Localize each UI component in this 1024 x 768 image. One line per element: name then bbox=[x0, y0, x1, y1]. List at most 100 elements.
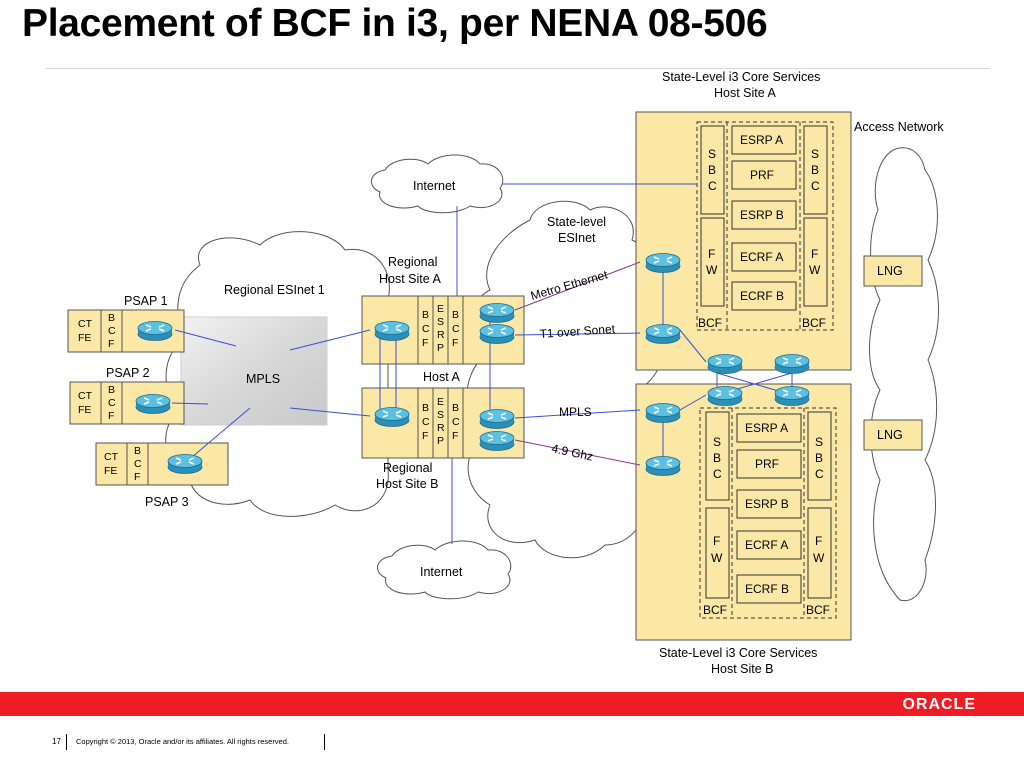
psap3-c: C bbox=[134, 458, 142, 470]
psap2-f: F bbox=[108, 410, 114, 422]
sbc-a-left-c: C bbox=[708, 179, 717, 193]
regional-host-b-label-2: Host Site B bbox=[376, 477, 439, 491]
internet-label-bottom: Internet bbox=[420, 565, 463, 579]
rha-bcf-c: C bbox=[422, 323, 430, 335]
ecrf-a-a: ECRF A bbox=[740, 250, 783, 264]
rhb-bcf2-b: B bbox=[452, 402, 459, 414]
router-icon bbox=[137, 320, 173, 342]
router-icon bbox=[645, 402, 681, 424]
state-esinet-label-2: ESInet bbox=[558, 231, 596, 245]
rha-esrp-e: E bbox=[437, 303, 444, 315]
lng-box-b: LNG bbox=[863, 419, 923, 451]
rha-esrp-s: S bbox=[437, 316, 444, 328]
rha-bcf2-f: F bbox=[452, 337, 458, 349]
esrp-a-b: ESRP A bbox=[745, 421, 788, 435]
router-icon bbox=[135, 393, 171, 415]
rhb-esrp-s: S bbox=[437, 409, 444, 421]
router-icon bbox=[374, 406, 410, 428]
host-site-b: S B C F W S B C F W BCF BCF ESRP A PRF E… bbox=[635, 383, 852, 676]
regional-esinet-label: Regional ESInet 1 bbox=[224, 283, 325, 297]
regional-host-a-label-2: Host Site A bbox=[379, 272, 441, 286]
ecrf-a-b: ECRF A bbox=[745, 538, 788, 552]
fw-a-left-w: W bbox=[706, 263, 718, 277]
router-icon bbox=[707, 353, 743, 375]
bcf-a-left: BCF bbox=[698, 316, 722, 330]
connections-purple bbox=[514, 261, 641, 466]
psap1-fe: FE bbox=[78, 332, 91, 344]
access-network-label: Access Network bbox=[854, 120, 944, 134]
psap1-f: F bbox=[108, 338, 114, 350]
host-site-a-label-1: State-Level i3 Core Services bbox=[662, 70, 820, 84]
psap3-label: PSAP 3 bbox=[145, 495, 189, 509]
footer-bar: ORACLE bbox=[0, 692, 1024, 716]
lng-box-a: LNG bbox=[863, 255, 923, 287]
rhb-bcf-f: F bbox=[422, 430, 428, 442]
router-icon bbox=[479, 430, 515, 452]
footer-divider bbox=[324, 734, 325, 750]
psap2-ct: CT bbox=[78, 390, 93, 402]
footer-divider bbox=[66, 734, 67, 750]
rhb-esrp-e: E bbox=[437, 396, 444, 408]
esrp-b-a: ESRP B bbox=[740, 208, 784, 222]
state-esinet-label-1: State-level bbox=[547, 215, 606, 229]
bcf-b-left: BCF bbox=[703, 603, 727, 617]
sbc-b-left-c: C bbox=[713, 467, 722, 481]
internet-label-top: Internet bbox=[413, 179, 456, 193]
bcf-b-right: BCF bbox=[806, 603, 830, 617]
host-site-a: State-Level i3 Core Services Host Site A… bbox=[635, 70, 852, 371]
psap2-label: PSAP 2 bbox=[106, 366, 150, 380]
psap3-b: B bbox=[134, 445, 141, 457]
fw-a-right-f: F bbox=[811, 247, 818, 261]
rhb-bcf-b: B bbox=[422, 402, 429, 414]
ecrf-b-a: ECRF B bbox=[740, 289, 784, 303]
sbc-a-right-s: S bbox=[811, 147, 819, 161]
rha-bcf2-c: C bbox=[452, 323, 460, 335]
rhb-esrp-p: P bbox=[437, 435, 444, 447]
bcf-a-right: BCF bbox=[802, 316, 826, 330]
regional-host-b-label-1: Regional bbox=[383, 461, 432, 475]
host-site-a-label-2: Host Site A bbox=[714, 86, 776, 100]
page-number: 17 bbox=[52, 737, 61, 746]
slide-title: Placement of BCF in i3, per NENA 08-506 bbox=[22, 2, 768, 45]
psap2-b: B bbox=[108, 384, 115, 396]
t1-over-sonet-label: T1 over Sonet bbox=[539, 322, 616, 341]
mpls-link-label: MPLS bbox=[559, 405, 592, 419]
host-site-b-label-1: State-Level i3 Core Services bbox=[659, 646, 817, 660]
psap3-ct: CT bbox=[104, 451, 119, 463]
router-icon bbox=[479, 408, 515, 430]
internet-cloud-top: Internet bbox=[370, 154, 504, 214]
lng-label-b: LNG bbox=[877, 428, 903, 442]
psap-3: CT FE B C F PSAP 3 bbox=[95, 442, 229, 509]
state-esinet-cloud: State-level ESInet bbox=[465, 200, 665, 559]
router-icon bbox=[645, 323, 681, 345]
rhb-bcf-c: C bbox=[422, 416, 430, 428]
router-icon bbox=[374, 320, 410, 342]
psap2-c: C bbox=[108, 397, 116, 409]
router-icon bbox=[167, 453, 203, 475]
router-icon bbox=[645, 252, 681, 274]
psap3-f: F bbox=[134, 471, 140, 483]
rhb-bcf2-c: C bbox=[452, 416, 460, 428]
sbc-b-right-s: S bbox=[815, 435, 823, 449]
router-icon bbox=[774, 385, 810, 407]
router-icon bbox=[645, 455, 681, 477]
sbc-b-left-s: S bbox=[713, 435, 721, 449]
fw-b-right-f: F bbox=[815, 534, 822, 548]
fw-b-left-w: W bbox=[711, 551, 723, 565]
fw-b-left-f: F bbox=[713, 534, 720, 548]
psap1-label: PSAP 1 bbox=[124, 294, 168, 308]
rha-esrp-p: P bbox=[437, 342, 444, 354]
sbc-a-left-s: S bbox=[708, 147, 716, 161]
rha-bcf2-b: B bbox=[452, 309, 459, 321]
rha-esrp-r: R bbox=[437, 329, 445, 341]
lng-label-a: LNG bbox=[877, 264, 903, 278]
psap1-b: B bbox=[108, 312, 115, 324]
rha-bcf-b: B bbox=[422, 309, 429, 321]
fw-a-left-f: F bbox=[708, 247, 715, 261]
rhb-bcf2-f: F bbox=[452, 430, 458, 442]
router-icon bbox=[479, 323, 515, 345]
router-icon bbox=[479, 302, 515, 324]
sbc-a-right-c: C bbox=[811, 179, 820, 193]
prf-a: PRF bbox=[750, 168, 774, 182]
rha-bcf-f: F bbox=[422, 337, 428, 349]
